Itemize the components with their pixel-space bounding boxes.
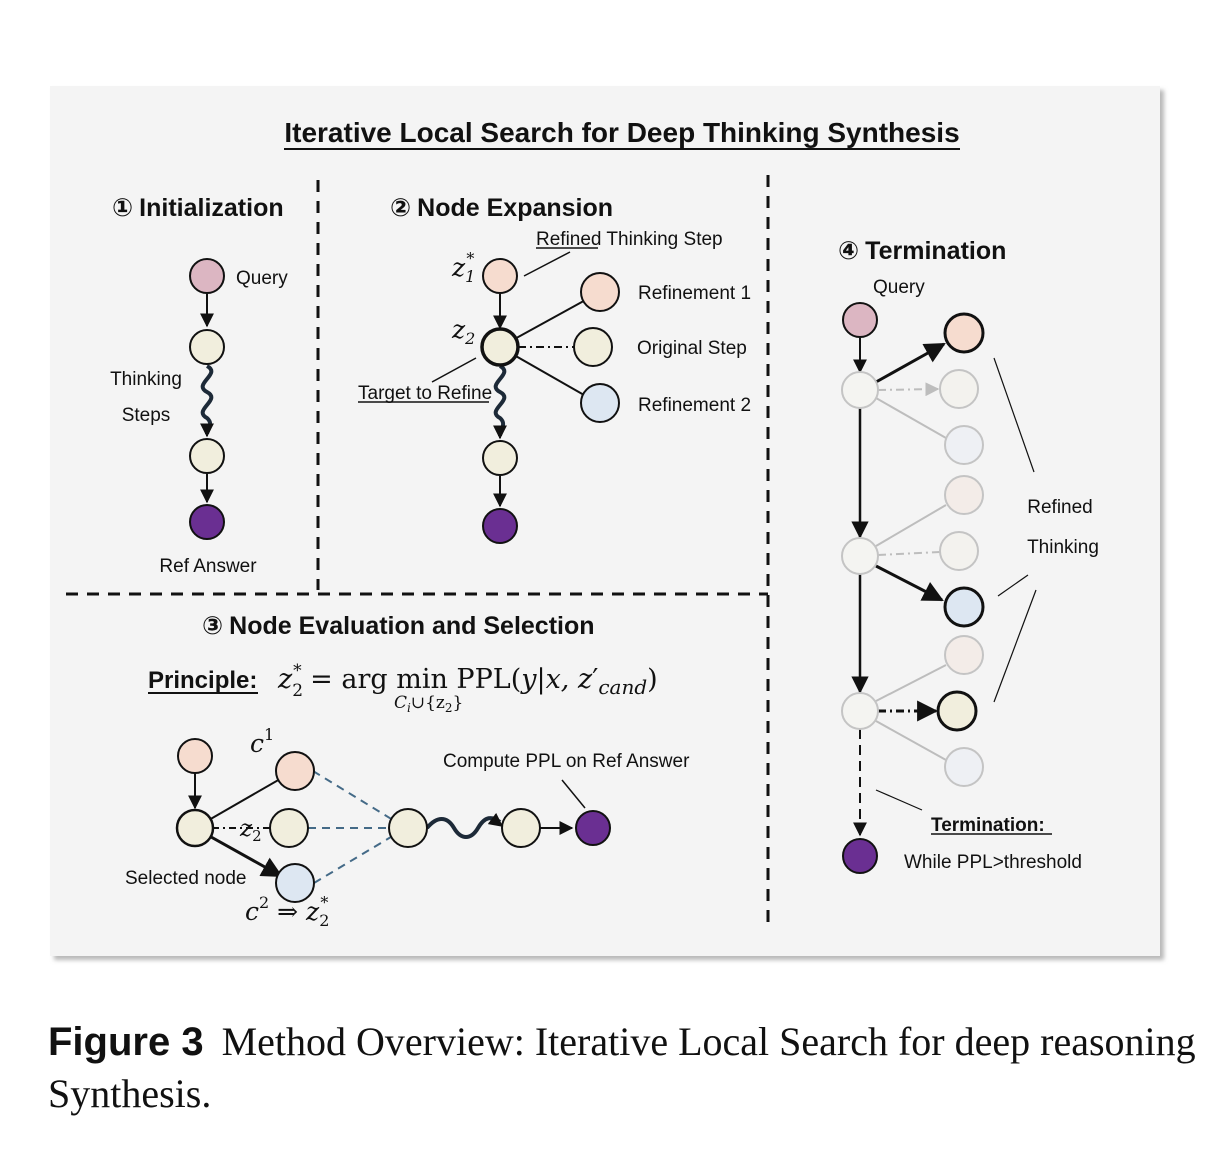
thinking-label: Thinking (1027, 537, 1099, 558)
compute-ppl-pointer (561, 779, 586, 809)
diagram-title: Iterative Local Search for Deep Thinking… (284, 117, 959, 148)
term-branch-3-other (875, 664, 947, 702)
refinement-2-node (580, 383, 620, 423)
term-branch-1-other (875, 397, 947, 439)
z1-star-node (482, 258, 518, 294)
refinement-2-label: Refinement 2 (638, 395, 751, 416)
principle-formula: z2* = arg min PPL(y|x, z′cand) (277, 661, 658, 701)
original-step-node (573, 327, 613, 367)
thinking-label: Thinking (110, 369, 182, 390)
z2-label: z2 (451, 315, 475, 348)
query-node (189, 258, 225, 294)
principle-label: Principle: (148, 667, 257, 694)
refined-pointer-3 (993, 589, 1037, 703)
termination-answer-node (842, 838, 878, 874)
faded-refine1-node (944, 635, 984, 675)
faded-refine2-node (944, 747, 984, 787)
ref-answer-node (575, 810, 611, 846)
faded-step-node (841, 537, 879, 575)
selected-node-label: Selected node (125, 868, 247, 889)
z2-target-node (480, 327, 520, 367)
eval-step-node (388, 808, 428, 848)
ref-answer-node (482, 508, 518, 544)
refinement-1-label: Refinement 1 (638, 283, 751, 304)
faded-refine1-node (944, 475, 984, 515)
original-step-label: Original Step (637, 338, 747, 359)
faded-original-node (939, 531, 979, 571)
termination-pointer (875, 789, 923, 811)
eval-step-node (501, 808, 541, 848)
candidate-c2-node (275, 863, 315, 903)
target-to-refine-label: Target to Refine (358, 383, 492, 404)
target-pointer (431, 357, 477, 383)
refined-pointer-1 (993, 357, 1035, 473)
faded-original-node (939, 369, 979, 409)
selected-node (175, 808, 215, 848)
refined-node-3 (936, 690, 978, 732)
eval-arrow-wave (487, 812, 504, 827)
thinking-step-node (482, 440, 518, 476)
z1-star-label: z1* (451, 249, 475, 286)
term-branch-1-chosen (875, 342, 946, 384)
thinking-step-node (189, 329, 225, 365)
figure-label: Figure 3 (48, 1020, 204, 1064)
refined-pointer (523, 251, 571, 277)
caption-text: Method Overview: Iterative Local Search … (48, 1019, 1196, 1116)
refinement-1-node (580, 272, 620, 312)
term-branch-3-other (875, 720, 947, 761)
ref-answer-label: Ref Answer (159, 556, 257, 577)
refined-thinking-step-label: Refined Thinking Step (536, 229, 723, 250)
refined-label: Refined (1027, 497, 1093, 518)
term-branch-1-original (877, 382, 940, 397)
z2-candidate-label: z2 (239, 816, 262, 845)
term-branch-2-other (875, 504, 947, 547)
termination-label: Termination: (931, 815, 1045, 836)
query-label: Query (236, 268, 288, 289)
steps-label: Steps (122, 405, 171, 426)
refined-pointer-2 (997, 574, 1029, 597)
thinking-step-node (189, 438, 225, 474)
c1-label: c1 (250, 725, 274, 758)
principle-subscript: Ci∪{z2} (394, 693, 463, 715)
faded-step-node (841, 371, 879, 409)
candidate-z2-node (269, 808, 309, 848)
candidate-c1-node (275, 751, 315, 791)
method-diagram: Iterative Local Search for Deep Thinking… (50, 86, 1160, 956)
termination-query-label: Query (873, 277, 925, 298)
refined-node-1 (943, 312, 985, 354)
eval-parent-node (177, 738, 213, 774)
termination-query-node (842, 302, 878, 338)
c2-selection-label: c2 ⇒ z2* (245, 893, 329, 930)
panel-background (50, 86, 1160, 956)
term-branch-2-original (877, 551, 941, 556)
compute-ppl-label: Compute PPL on Ref Answer (443, 751, 690, 772)
faded-refine2-node (944, 425, 984, 465)
ref-answer-node (189, 504, 225, 540)
refined-node-2 (943, 586, 985, 628)
termination-condition: While PPL>threshold (904, 852, 1082, 873)
faded-step-node (841, 692, 879, 730)
term-branch-2-chosen (875, 564, 944, 602)
